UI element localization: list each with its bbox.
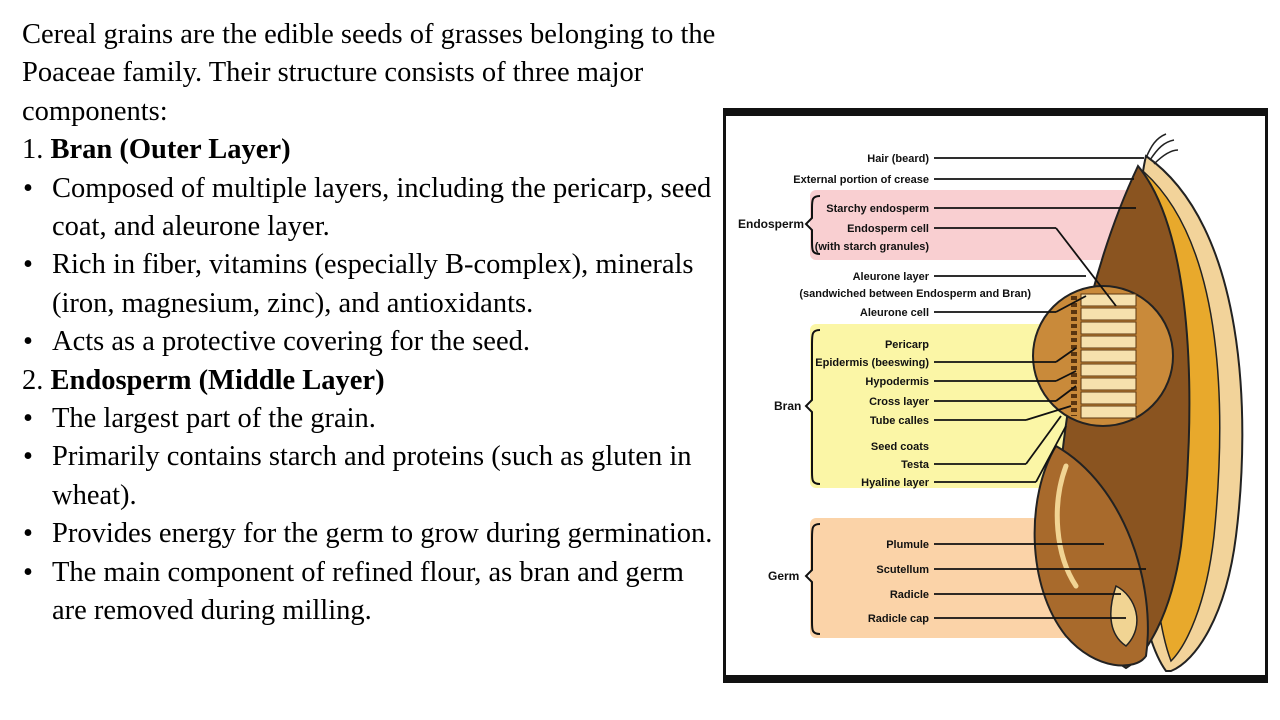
bran-bracket <box>804 329 821 485</box>
bullet-item: • Primarily contains starch and proteins … <box>22 438 722 515</box>
label-tube-cells: Tube calles <box>870 415 929 427</box>
slide-text: Cereal grains are the edible seeds of gr… <box>22 16 722 631</box>
bullet-glyph: • <box>23 518 33 550</box>
bullet-text: The main component of refined flour, as … <box>52 556 684 627</box>
bullet-item: • Composed of multiple layers, including … <box>22 170 722 247</box>
bullet-text: Primarily contains starch and proteins (… <box>52 441 692 511</box>
cell-row <box>1080 391 1137 405</box>
label-crease: External portion of crease <box>793 174 929 186</box>
endosperm-group-label: Endosperm <box>738 217 804 231</box>
section-title: Endosperm (Middle Layer) <box>50 364 385 396</box>
bran-group-label: Bran <box>774 399 801 413</box>
section-title: Bran (Outer Layer) <box>50 134 291 166</box>
cell-row <box>1080 307 1137 321</box>
bullet-glyph: • <box>23 249 33 281</box>
intro-paragraph: Cereal grains are the edible seeds of gr… <box>22 19 716 127</box>
bullet-text: The largest part of the grain. <box>52 403 376 435</box>
label-plumule: Plumule <box>886 539 929 551</box>
leader-line <box>1055 370 1077 382</box>
leader-line <box>1055 385 1077 402</box>
leader-line <box>1055 295 1087 313</box>
label-starchy-endosperm: Starchy endosperm <box>826 203 929 215</box>
bullet-item: • Rich in fiber, vitamins (especially B-c… <box>22 246 722 323</box>
section-number: 1. <box>22 134 44 166</box>
endosperm-bracket <box>804 195 821 255</box>
grain-diagram-svg: Endosperm Bran Germ <box>738 133 1244 672</box>
label-scutellum: Scutellum <box>876 564 929 576</box>
leader-line <box>1035 425 1067 483</box>
grain-structure-diagram: Endosperm Bran Germ <box>723 108 1268 683</box>
hair-beard <box>1145 133 1179 165</box>
bullet-text: Rich in fiber, vitamins (especially B-co… <box>52 249 694 319</box>
bullet-item: • Provides energy for the germ to grow du… <box>22 515 722 553</box>
bullet-text: Provides energy for the germ to grow dur… <box>52 518 713 550</box>
label-endosperm-cell: Endosperm cell <box>847 223 929 235</box>
cell-row <box>1080 335 1137 349</box>
label-radicle: Radicle <box>890 589 929 601</box>
label-aleurone-note: (sandwiched between Endosperm and Bran) <box>799 288 1031 300</box>
aleurone-cells <box>1080 293 1137 419</box>
bullet-item: • The largest part of the grain. <box>22 400 722 438</box>
bullet-glyph: • <box>23 403 33 435</box>
section-number: 2. <box>22 364 44 396</box>
label-seed-coats: Seed coats <box>871 441 929 453</box>
label-hyaline-layer: Hyaline layer <box>861 477 930 489</box>
label-starch-granules: (with starch granules) <box>815 241 930 253</box>
cell-row <box>1080 321 1137 335</box>
bullet-glyph: • <box>23 326 33 358</box>
label-hair: Hair (beard) <box>867 153 929 165</box>
leader-lines <box>934 157 1146 619</box>
label-radicle-cap: Radicle cap <box>868 613 929 625</box>
bullet-item: • The main component of refined flour, as… <box>22 554 722 631</box>
label-testa: Testa <box>901 459 930 471</box>
germ-group-label: Germ <box>768 569 799 583</box>
germ-highlight <box>1054 463 1079 589</box>
leader-line <box>1025 415 1062 465</box>
section-heading-endosperm: 2. Endosperm (Middle Layer) <box>22 362 722 400</box>
label-pericarp: Pericarp <box>885 339 929 351</box>
bullet-glyph: • <box>23 556 33 588</box>
label-aleurone-cell: Aleurone cell <box>860 307 929 319</box>
bullet-glyph: • <box>23 441 33 473</box>
cell-row <box>1080 377 1137 391</box>
leader-line <box>1055 227 1117 307</box>
cell-row <box>1080 349 1137 363</box>
bullet-text: Acts as a protective covering for the se… <box>52 326 530 358</box>
radicle-shape <box>1110 584 1138 647</box>
cell-row <box>1080 293 1137 307</box>
label-epidermis: Epidermis (beeswing) <box>815 357 929 369</box>
leader-line <box>1055 347 1077 363</box>
label-aleurone-layer: Aleurone layer <box>853 271 930 283</box>
bullet-glyph: • <box>23 172 33 204</box>
section-heading-bran: 1. Bran (Outer Layer) <box>22 131 722 169</box>
label-cross-layer: Cross layer <box>869 396 930 408</box>
cell-row <box>1080 363 1137 377</box>
bullet-text: Composed of multiple layers, including t… <box>52 172 712 243</box>
leader-line <box>1025 405 1072 421</box>
germ-bracket <box>804 523 821 635</box>
label-hypodermis: Hypodermis <box>865 376 929 388</box>
cell-row <box>1080 405 1137 419</box>
bullet-item: • Acts as a protective covering for the s… <box>22 323 722 361</box>
